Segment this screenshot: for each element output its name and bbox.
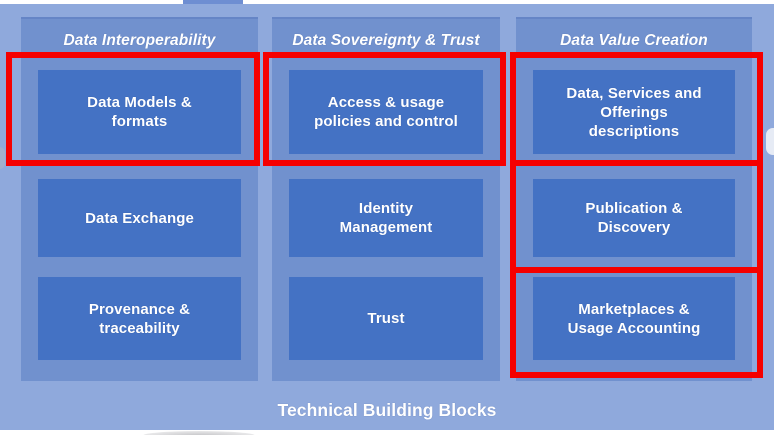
block-label: Identity Management	[339, 200, 433, 236]
block-identity-management: Identity Management	[289, 179, 483, 257]
cropped-left-edge-shape	[0, 147, 5, 169]
panel-title: Technical Building Blocks	[277, 400, 497, 420]
block-label: Data, Services and Offerings description…	[566, 84, 702, 140]
block-data-models-formats: Data Models & formats	[38, 70, 241, 154]
block-label: Publication & Discovery	[585, 200, 683, 236]
block-data-exchange: Data Exchange	[38, 179, 241, 257]
technical-building-blocks-panel: Data Interoperability Data Models & form…	[0, 4, 774, 430]
column-data-sovereignty-trust: Data Sovereignty & Trust Access & usage …	[272, 17, 500, 381]
block-marketplaces-usage-accounting: Marketplaces & Usage Accounting	[533, 277, 735, 360]
column-header-data-value-creation: Data Value Creation	[560, 32, 708, 49]
column-header-data-sovereignty-trust: Data Sovereignty & Trust	[292, 32, 480, 49]
block-publication-discovery: Publication & Discovery	[533, 179, 735, 257]
block-label: Trust	[367, 310, 405, 327]
block-label: Marketplaces & Usage Accounting	[567, 300, 701, 337]
cropped-bottom-edge-shape	[143, 431, 255, 435]
block-label: Provenance & traceability	[88, 300, 191, 337]
block-label: Data Models & formats	[87, 94, 192, 130]
block-access-usage-policies: Access & usage policies and control	[289, 70, 483, 154]
block-trust: Trust	[289, 277, 483, 360]
cropped-top-tab	[183, 0, 243, 5]
column-header-data-interoperability: Data Interoperability	[63, 32, 216, 49]
column-data-value-creation: Data Value Creation Data, Services and O…	[516, 17, 752, 381]
block-label: Data Exchange	[85, 209, 194, 227]
block-provenance-traceability: Provenance & traceability	[38, 277, 241, 360]
block-label: Access & usage policies and control	[314, 94, 458, 130]
column-data-interoperability: Data Interoperability Data Models & form…	[21, 17, 258, 381]
block-data-services-offerings-descriptions: Data, Services and Offerings description…	[533, 70, 735, 154]
cropped-right-edge-shape	[766, 128, 774, 155]
